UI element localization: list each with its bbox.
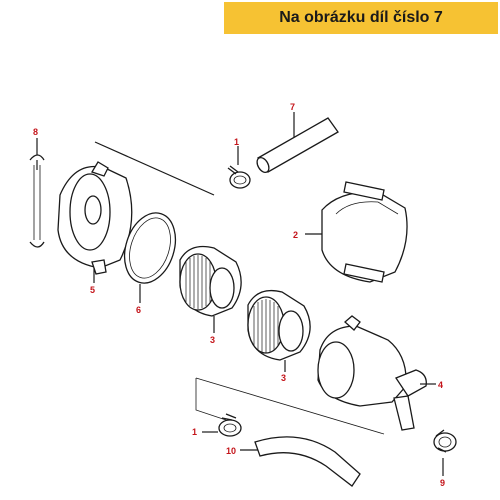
part-4-pump-housing xyxy=(317,315,436,431)
highlight-banner: Na obrázku díl číslo 7 xyxy=(224,2,498,34)
part-7-hose xyxy=(256,112,339,174)
part-10-curved-hose xyxy=(240,436,361,487)
part-1-clamp-bottom xyxy=(202,413,242,437)
part-1-clamp-top xyxy=(227,146,251,189)
callout-9: 9 xyxy=(440,478,445,488)
assembly-guide-lines xyxy=(195,377,385,435)
part-6-o-ring xyxy=(123,212,177,303)
callout-2: 2 xyxy=(293,230,298,240)
part-3-filter-right xyxy=(247,289,311,372)
callout-10: 10 xyxy=(226,446,236,456)
callout-1-bottom: 1 xyxy=(192,427,197,437)
callout-3-right: 3 xyxy=(281,373,286,383)
callout-8: 8 xyxy=(33,127,38,137)
part-9-clamp-right xyxy=(433,429,457,476)
callout-3-left: 3 xyxy=(210,335,215,345)
callout-6: 6 xyxy=(136,305,141,315)
callout-1-top: 1 xyxy=(234,137,239,147)
part-2-band-clamp xyxy=(305,181,408,283)
part-3-filter-left xyxy=(179,245,242,333)
callout-7: 7 xyxy=(290,102,295,112)
callout-4: 4 xyxy=(438,380,443,390)
part-5-housing-cover xyxy=(57,141,215,283)
part-8-clip xyxy=(29,138,45,248)
callout-5: 5 xyxy=(90,285,95,295)
